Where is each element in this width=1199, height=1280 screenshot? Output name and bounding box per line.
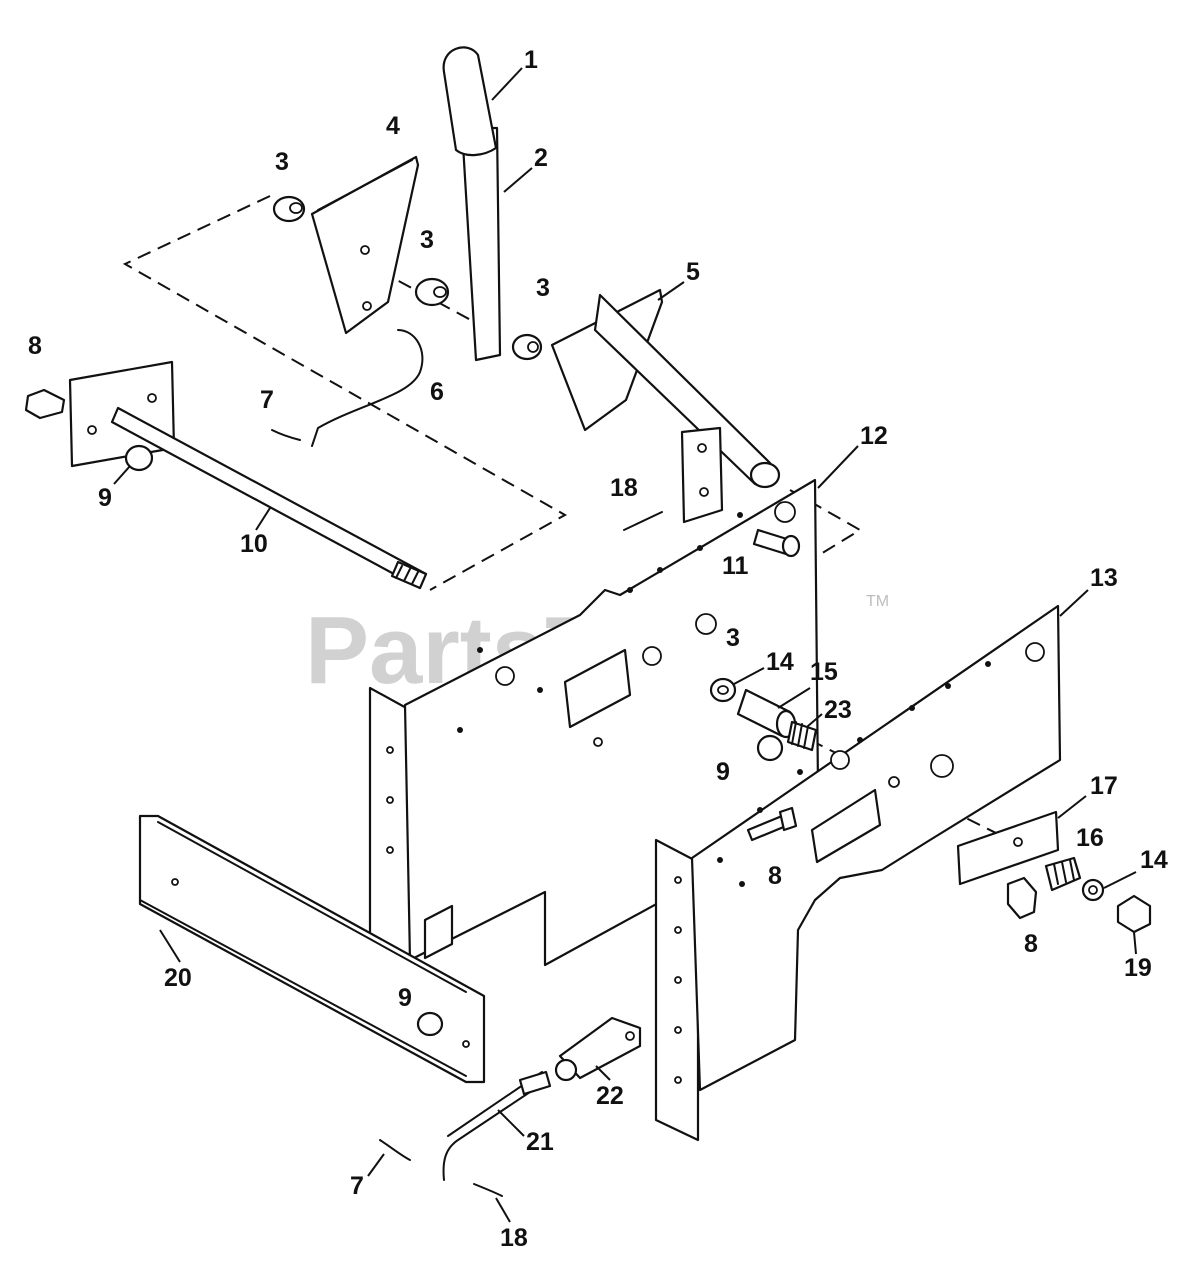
callout-18a: 18 [610, 474, 638, 502]
callout-11: 11 [722, 552, 749, 580]
callout-6: 6 [430, 378, 444, 406]
lever-bracket-left [310, 155, 420, 335]
callout-3d: 3 [726, 624, 740, 652]
callout-8a: 8 [28, 332, 42, 360]
callout-3c: 3 [536, 274, 550, 302]
callout-8b: 8 [768, 862, 782, 890]
callout-7a: 7 [260, 386, 274, 414]
bent-rod [311, 329, 424, 447]
callout-10: 10 [240, 530, 268, 558]
lever-bracket-right [550, 288, 781, 524]
cotter-pins [271, 429, 663, 1197]
rod-and-clevis [442, 1016, 642, 1181]
callout-20: 20 [164, 964, 192, 992]
frame-plate-right [654, 604, 1062, 1142]
watermark-trademark: TM [866, 593, 889, 610]
clevis-pin [752, 528, 801, 558]
callout-17: 17 [1090, 772, 1118, 800]
callout-9a: 9 [98, 484, 112, 512]
spring-stack-lower [746, 806, 1152, 934]
callout-4: 4 [386, 112, 400, 140]
spring-stack-upper [709, 677, 818, 762]
callout-3b: 3 [420, 226, 434, 254]
callout-9c: 9 [398, 984, 412, 1012]
callout-19: 19 [1124, 954, 1152, 982]
shift-lever [442, 46, 502, 362]
callout-12: 12 [860, 422, 888, 450]
tie-rod-assembly [24, 360, 428, 590]
callout-16: 16 [1076, 824, 1104, 852]
callout-18b: 18 [500, 1224, 528, 1252]
callout-14b: 14 [1140, 846, 1168, 874]
callout-23: 23 [824, 696, 852, 724]
callout-3a: 3 [275, 148, 289, 176]
callout-15: 15 [810, 658, 838, 686]
callout-13: 13 [1090, 564, 1118, 592]
angle-channel [138, 814, 486, 1084]
callout-2: 2 [534, 144, 548, 172]
callout-22: 22 [596, 1082, 624, 1110]
callout-9b: 9 [716, 758, 730, 786]
callout-1: 1 [524, 46, 538, 74]
callout-8c: 8 [1024, 930, 1038, 958]
callout-14a: 14 [766, 648, 794, 676]
callout-7b: 7 [350, 1172, 364, 1200]
callout-5: 5 [686, 258, 700, 286]
callout-21: 21 [526, 1128, 554, 1156]
callouts: 1 2 3 3 3 3 4 5 6 7 7 8 8 8 9 9 9 10 11 … [28, 46, 1168, 1252]
